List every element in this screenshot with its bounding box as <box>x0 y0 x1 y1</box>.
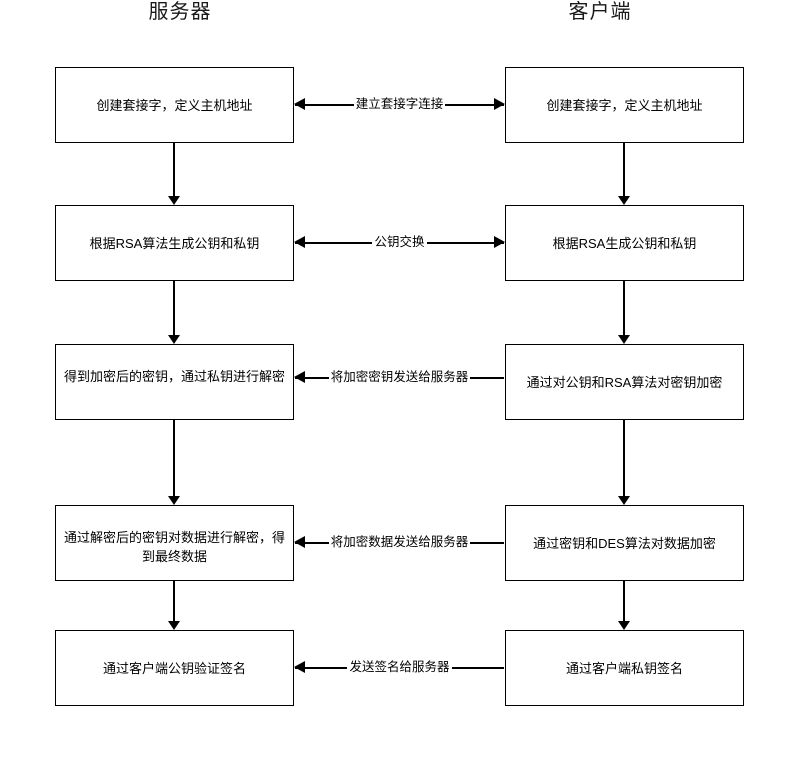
node-client-sign-with-private-key[interactable]: 通过客户端私钥签名 <box>505 630 744 706</box>
arrow-head-down-icon <box>168 621 180 630</box>
arrow-head-left-icon <box>294 661 305 673</box>
connector-client-4-5 <box>623 581 625 621</box>
arrow-head-down-icon <box>168 335 180 344</box>
node-label: 根据RSA算法生成公钥和私钥 <box>89 235 260 251</box>
message-send-encrypted-data-to-server: 将加密数据发送给服务器 <box>294 533 504 553</box>
arrow-head-down-icon <box>618 496 630 505</box>
message-send-signature-to-server: 发送签名给服务器 <box>294 658 504 678</box>
node-server-create-socket[interactable]: 创建套接字，定义主机地址 <box>55 67 294 143</box>
arrow-head-left-icon <box>294 536 305 548</box>
arrow-head-right-icon <box>494 236 505 248</box>
arrow-head-left-icon <box>294 98 305 110</box>
connector-client-1-2 <box>623 143 625 196</box>
node-label: 创建套接字，定义主机地址 <box>546 97 703 113</box>
node-client-encrypt-key-with-rsa[interactable]: 通过对公钥和RSA算法对密钥加密 <box>505 344 744 420</box>
arrow-head-down-icon <box>168 496 180 505</box>
arrow-head-left-icon <box>294 371 305 383</box>
message-establish-socket-connection: 建立套接字连接 <box>294 95 505 115</box>
node-label: 根据RSA生成公钥和私钥 <box>552 235 697 251</box>
connector-client-3-4 <box>623 420 625 496</box>
node-client-create-socket[interactable]: 创建套接字，定义主机地址 <box>505 67 744 143</box>
node-server-decrypt-data[interactable]: 通过解密后的密钥对数据进行解密，得到最终数据 <box>55 505 294 581</box>
node-label: 通过客户端公钥验证签名 <box>102 660 246 676</box>
connector-client-2-3 <box>623 281 625 335</box>
message-caption: 将加密密钥发送给服务器 <box>328 370 471 384</box>
message-caption: 发送签名给服务器 <box>347 660 452 674</box>
node-server-verify-signature[interactable]: 通过客户端公钥验证签名 <box>55 630 294 706</box>
message-public-key-exchange: 公钥交换 <box>294 233 505 253</box>
connector-server-4-5 <box>173 581 175 621</box>
arrow-head-down-icon <box>618 335 630 344</box>
connector-server-2-3 <box>173 281 175 335</box>
message-caption: 将加密数据发送给服务器 <box>328 535 471 549</box>
node-label: 通过密钥和DES算法对数据加密 <box>533 535 716 551</box>
message-caption: 建立套接字连接 <box>353 97 446 111</box>
node-client-generate-rsa-keys[interactable]: 根据RSA生成公钥和私钥 <box>505 205 744 281</box>
connector-server-1-2 <box>173 143 175 196</box>
arrow-head-down-icon <box>618 196 630 205</box>
column-title-server: 服务器 <box>148 1 212 23</box>
node-client-encrypt-data-with-des[interactable]: 通过密钥和DES算法对数据加密 <box>505 505 744 581</box>
column-title-client: 客户端 <box>568 1 632 23</box>
message-send-encrypted-key-to-server: 将加密密钥发送给服务器 <box>294 368 504 388</box>
message-caption: 公钥交换 <box>372 235 427 249</box>
arrow-head-down-icon <box>618 621 630 630</box>
node-server-generate-rsa-keys[interactable]: 根据RSA算法生成公钥和私钥 <box>55 205 294 281</box>
arrow-head-right-icon <box>494 98 505 110</box>
connector-server-3-4 <box>173 420 175 496</box>
arrow-head-down-icon <box>168 196 180 205</box>
node-label: 得到加密后的密钥，通过私钥进行解密 <box>63 369 285 384</box>
node-label: 通过解密后的密钥对数据进行解密，得到最终数据 <box>63 530 285 564</box>
node-label: 通过客户端私钥签名 <box>565 660 683 676</box>
arrow-head-left-icon <box>294 236 305 248</box>
node-label: 创建套接字，定义主机地址 <box>96 97 253 113</box>
node-server-decrypt-key-with-private-key[interactable]: 得到加密后的密钥，通过私钥进行解密 <box>55 344 294 420</box>
node-label: 通过对公钥和RSA算法对密钥加密 <box>526 374 723 390</box>
